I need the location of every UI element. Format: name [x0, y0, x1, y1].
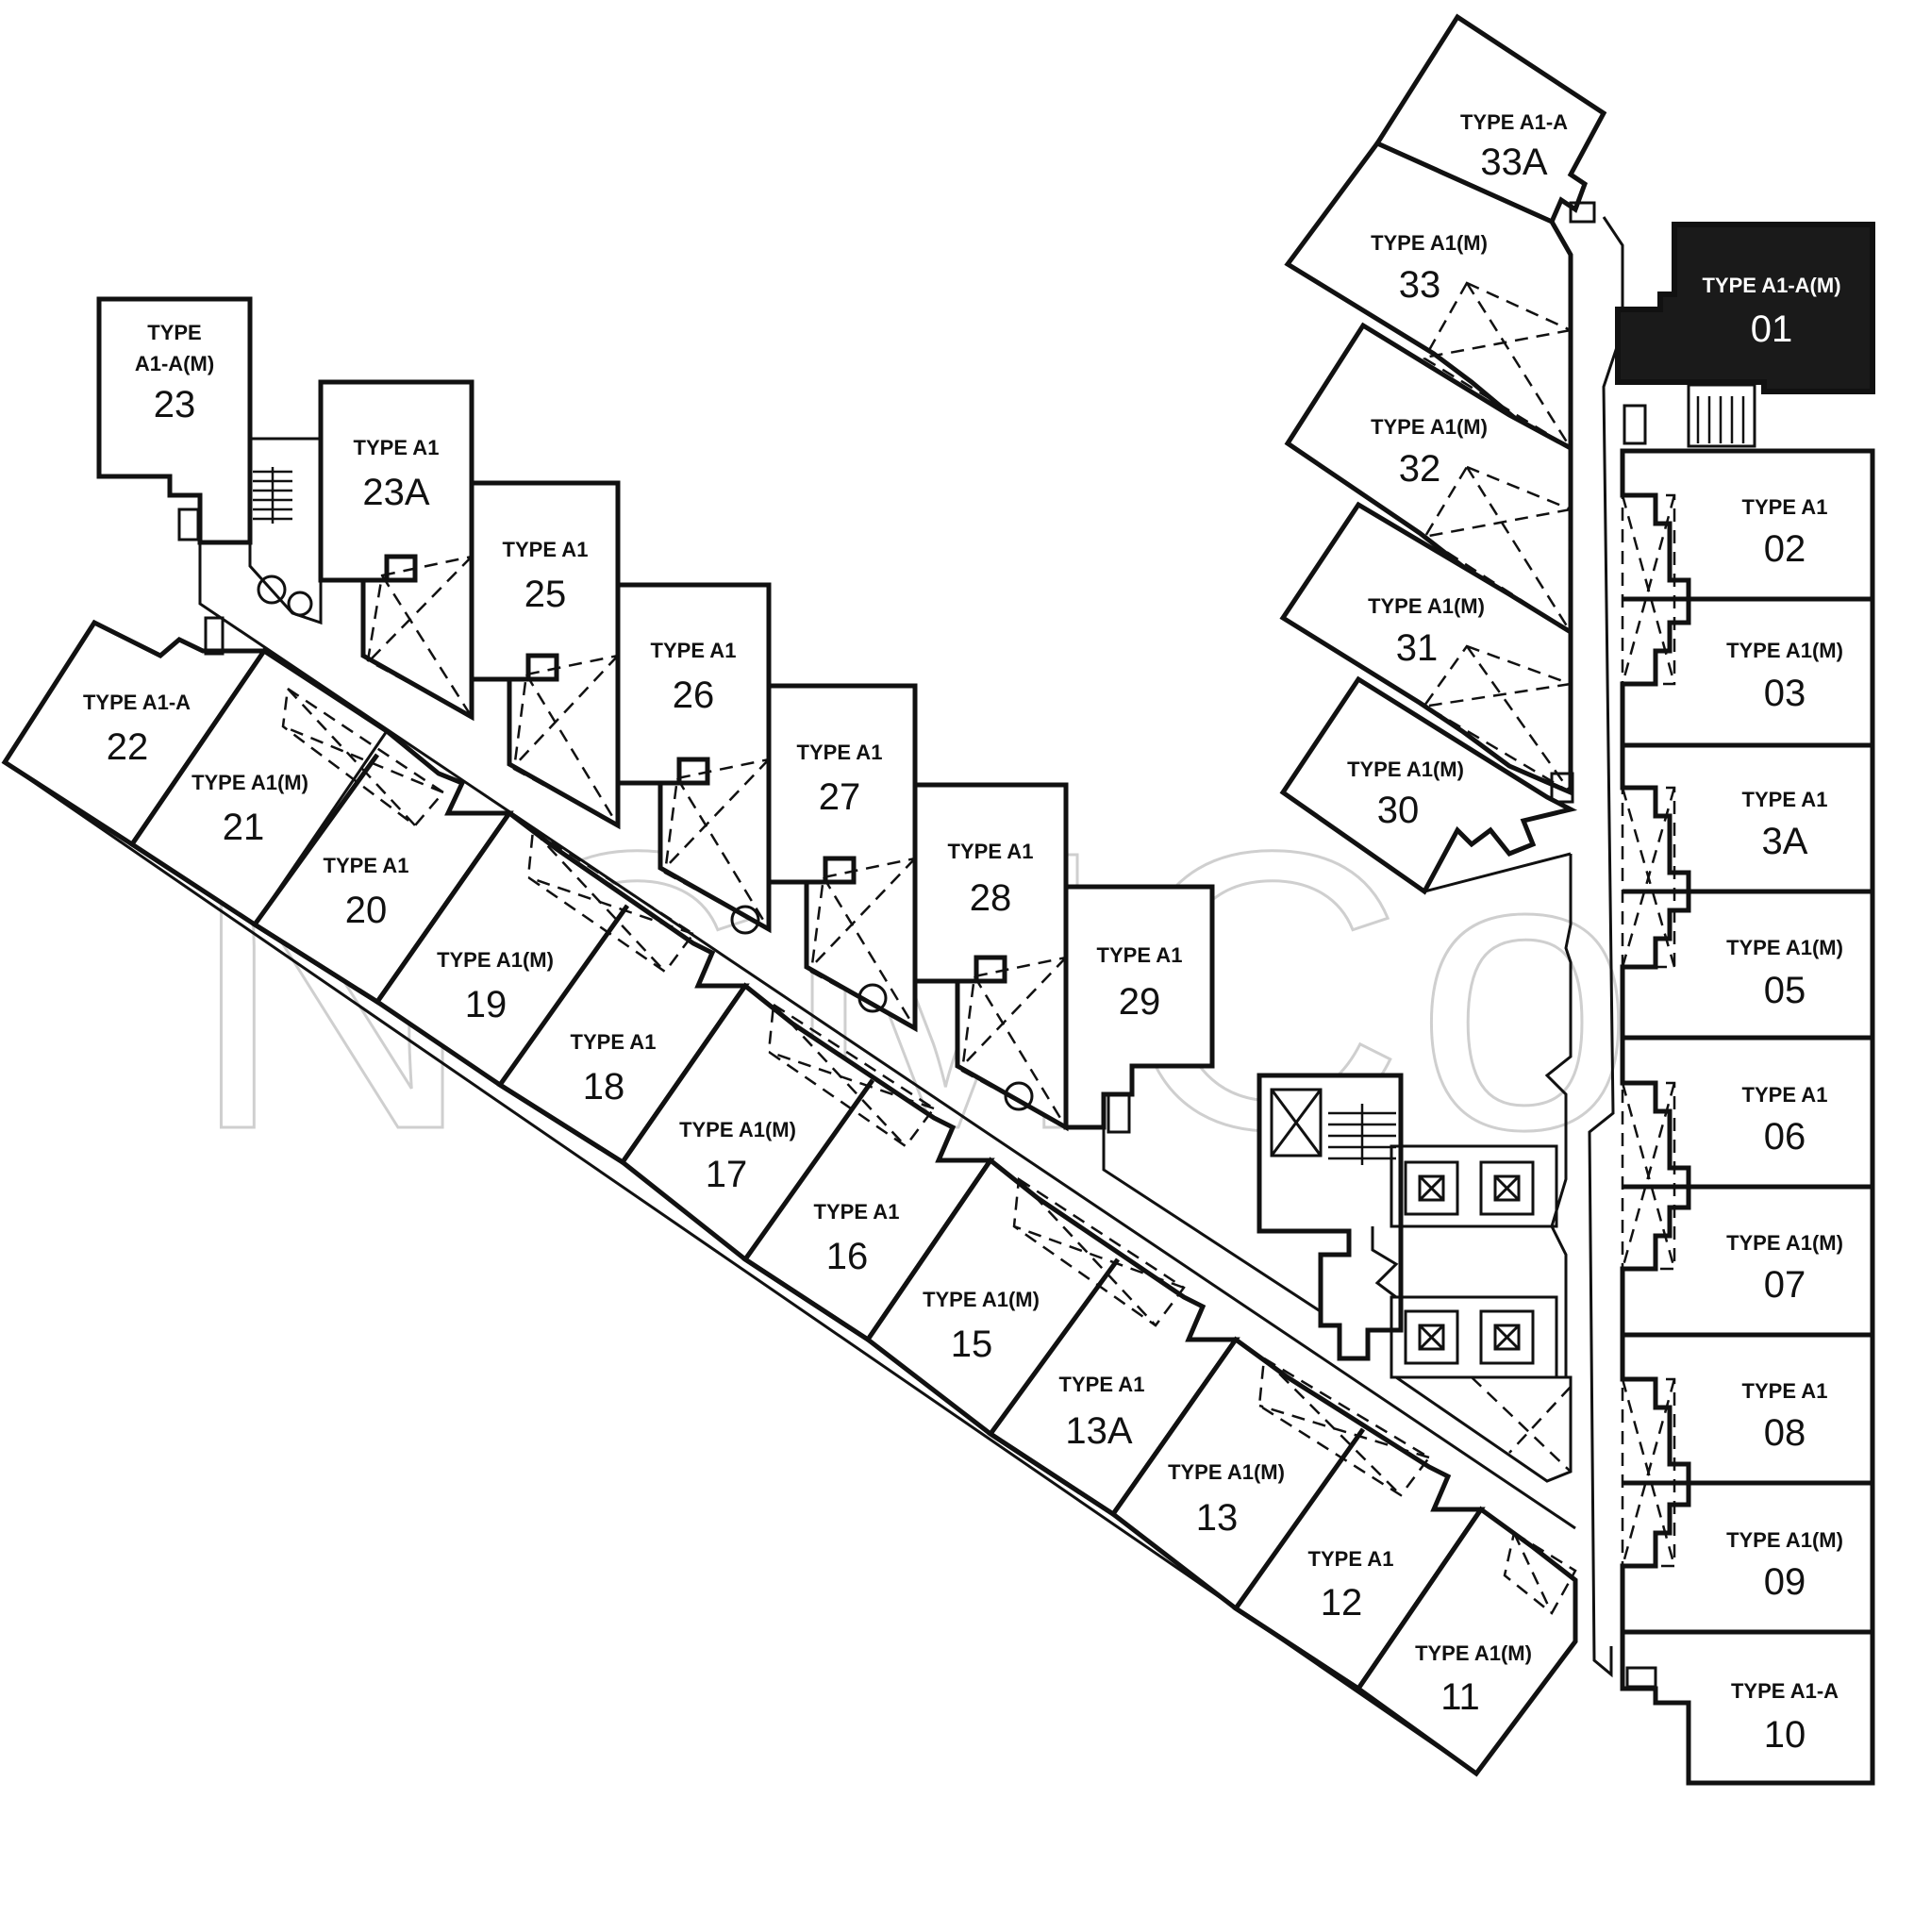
label-type-u27: TYPE A1 — [797, 741, 883, 764]
label-num-u01: 01 — [1751, 308, 1793, 350]
label-num-u31: 31 — [1396, 627, 1439, 669]
label-num-u05: 05 — [1764, 970, 1806, 1011]
label-num-u23a: 23A — [362, 472, 429, 513]
unit-03[interactable] — [1620, 493, 1875, 748]
stair-core-west — [248, 437, 323, 625]
lift-core — [1257, 1073, 1573, 1483]
unit-23[interactable] — [96, 296, 253, 545]
label-num-u3a: 3A — [1762, 821, 1808, 862]
label-num-u27: 27 — [819, 776, 861, 818]
label-type-u08: TYPE A1 — [1742, 1379, 1828, 1403]
label-num-u26: 26 — [673, 675, 715, 716]
label-num-u22: 22 — [107, 726, 149, 768]
label-type-u09: TYPE A1(M) — [1726, 1528, 1843, 1552]
label-num-u13a: 13A — [1065, 1410, 1132, 1452]
label-num-u30: 30 — [1377, 790, 1420, 831]
label-num-u09: 09 — [1764, 1561, 1806, 1603]
label-num-u23: 23 — [154, 384, 196, 425]
unit-23a[interactable] — [318, 379, 474, 722]
unit-05[interactable] — [1620, 786, 1875, 1041]
label-type-u31: TYPE A1(M) — [1368, 594, 1485, 618]
label-num-u03: 03 — [1764, 673, 1806, 714]
label-num-u11: 11 — [1440, 1676, 1480, 1718]
label-num-u08: 08 — [1764, 1412, 1806, 1454]
label-type-u02: TYPE A1 — [1742, 495, 1828, 519]
label-type-u15: TYPE A1(M) — [923, 1288, 1040, 1311]
label-num-u07: 07 — [1764, 1264, 1806, 1306]
label-num-u21: 21 — [223, 807, 265, 848]
label-type-u10: TYPE A1-A — [1731, 1679, 1839, 1703]
unit-29[interactable] — [1063, 884, 1215, 1134]
label-num-u25: 25 — [524, 574, 567, 615]
label-num-u32: 32 — [1399, 448, 1441, 490]
label-type-u26: TYPE A1 — [651, 639, 737, 662]
label-type-u03: TYPE A1(M) — [1726, 639, 1843, 662]
label-type-u13: TYPE A1(M) — [1168, 1460, 1285, 1484]
label-type-u18: TYPE A1 — [571, 1030, 657, 1054]
label-type-u21: TYPE A1(M) — [191, 771, 308, 794]
label-num-u12: 12 — [1321, 1582, 1363, 1624]
label-type-u22: TYPE A1-A — [83, 691, 191, 714]
label-type-u01: TYPE A1-A(M) — [1702, 274, 1840, 297]
partition-lines-west — [130, 650, 1483, 1690]
label-type-u23: A1-A(M) — [135, 352, 214, 375]
unit-13[interactable] — [1109, 1336, 1486, 1692]
label-num-u19: 19 — [465, 984, 508, 1025]
unit-26[interactable] — [615, 582, 772, 935]
unit-06[interactable] — [1620, 1035, 1875, 1190]
label-num-u29: 29 — [1119, 981, 1161, 1023]
unit-30[interactable] — [1279, 675, 1578, 895]
label-num-u33a: 33A — [1480, 142, 1547, 183]
label-type-u19: TYPE A1(M) — [437, 948, 554, 972]
label-num-u13: 13 — [1196, 1497, 1239, 1539]
label-num-u02: 02 — [1764, 528, 1806, 570]
label-type-u23a: TYPE A1 — [354, 436, 440, 459]
label-type-u06: TYPE A1 — [1742, 1083, 1828, 1107]
label-num-u06: 06 — [1764, 1116, 1806, 1158]
label-type-u12: TYPE A1 — [1308, 1547, 1394, 1571]
label-type-u13a: TYPE A1 — [1059, 1373, 1145, 1396]
label-num-u10: 10 — [1764, 1714, 1806, 1756]
unit-08[interactable] — [1620, 1332, 1875, 1486]
label-num-u28: 28 — [970, 877, 1012, 919]
unit-09[interactable] — [1620, 1377, 1875, 1635]
label-type-u11: TYPE A1(M) — [1415, 1641, 1532, 1665]
label-num-u17: 17 — [706, 1154, 748, 1195]
label-num-u33: 33 — [1399, 264, 1441, 306]
label-num-u18: 18 — [583, 1066, 625, 1108]
label-num-u15: 15 — [951, 1324, 993, 1365]
label-type-u20: TYPE A1 — [324, 854, 409, 877]
label-num-u20: 20 — [345, 890, 388, 931]
label-type-u17: TYPE A1(M) — [679, 1118, 796, 1141]
unit-07[interactable] — [1620, 1081, 1875, 1338]
unit-labels: TYPE A1-A(M) 23 TYPE A1 23A TYPE A1 25 T… — [83, 110, 1843, 1756]
label-type-u05: TYPE A1(M) — [1726, 936, 1843, 959]
label-type-u33: TYPE A1(M) — [1371, 231, 1488, 255]
label-type-u16: TYPE A1 — [814, 1200, 900, 1224]
unit-31[interactable] — [1279, 501, 1574, 804]
label-type-u28: TYPE A1 — [948, 840, 1034, 863]
label-type-u30: TYPE A1(M) — [1347, 758, 1464, 781]
label-type-u33a: TYPE A1-A — [1460, 110, 1568, 134]
label-type-u3a: TYPE A1 — [1742, 788, 1828, 811]
label-type-u29: TYPE A1 — [1097, 943, 1183, 967]
label-type-23a1: TYPE — [147, 321, 201, 344]
label-type-u25: TYPE A1 — [503, 538, 589, 561]
unit-3a[interactable] — [1620, 742, 1875, 894]
unit-02[interactable] — [1620, 448, 1875, 602]
unit-28[interactable] — [912, 782, 1069, 1132]
label-type-u32: TYPE A1(M) — [1371, 415, 1488, 439]
label-num-u16: 16 — [826, 1236, 869, 1277]
unit-01[interactable] — [1615, 222, 1875, 448]
label-type-u07: TYPE A1(M) — [1726, 1231, 1843, 1255]
unit-10[interactable] — [1620, 1629, 1875, 1786]
